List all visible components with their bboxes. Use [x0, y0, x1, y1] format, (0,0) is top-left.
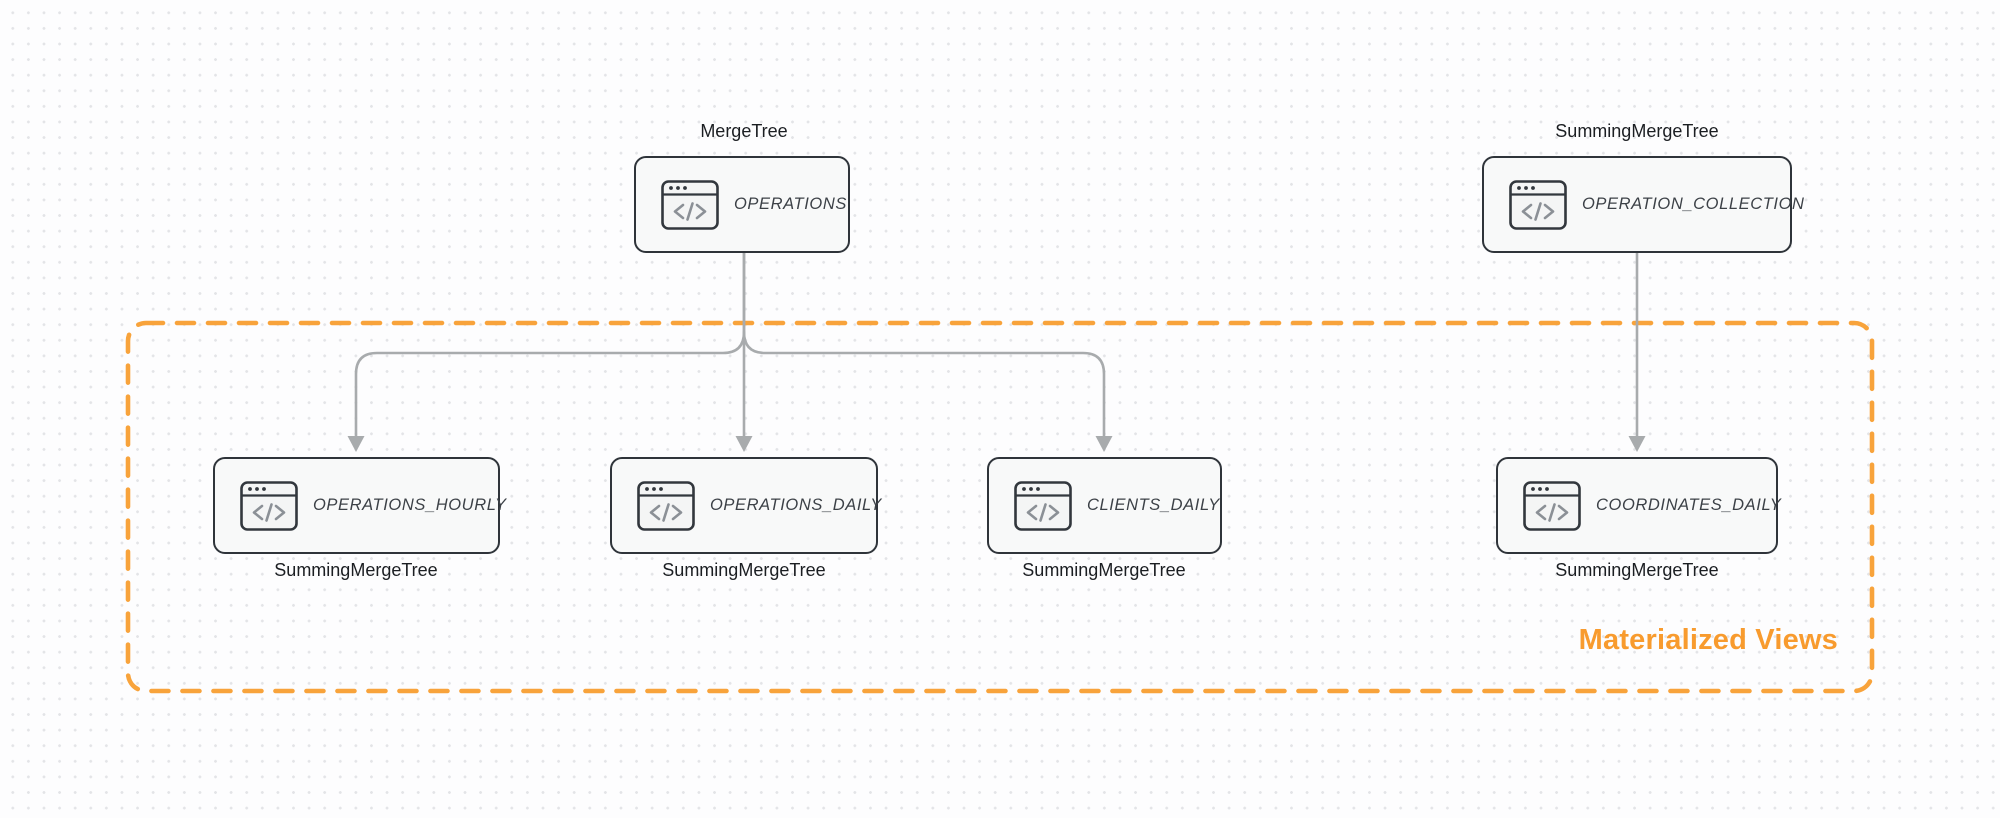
engine-label-operations: MergeTree [700, 121, 788, 141]
node-operations-hourly[interactable]: OPERATIONS_HOURLY [213, 457, 506, 554]
arrowhead-icon [1095, 436, 1113, 452]
node-title: OPERATION_COLLECTION [1582, 195, 1805, 213]
engine-label-operations-daily: SummingMergeTree [662, 560, 826, 580]
node-title: COORDINATES_DAILY [1596, 496, 1782, 514]
code-window-icon [1509, 179, 1567, 230]
node-title: CLIENTS_DAILY [1087, 496, 1220, 514]
engine-label-operation-collection: SummingMergeTree [1555, 121, 1719, 141]
node-operations[interactable]: OPERATIONS [634, 156, 850, 253]
node-title: OPERATIONS [734, 195, 847, 213]
node-title: OPERATIONS_HOURLY [313, 496, 507, 514]
node-coordinates-daily[interactable]: COORDINATES_DAILY [1496, 457, 1782, 554]
materialized-views-label: Materialized Views [1578, 624, 1838, 656]
code-window-icon [637, 480, 695, 531]
engine-label-coordinates-daily: SummingMergeTree [1555, 560, 1719, 580]
node-operations-daily[interactable]: OPERATIONS_DAILY [610, 457, 881, 554]
node-title: OPERATIONS_DAILY [710, 496, 882, 514]
edge-operations-to-clients-daily[interactable] [742, 330, 1106, 439]
engine-label-operations-hourly: SummingMergeTree [274, 560, 438, 580]
code-window-icon [1014, 480, 1072, 531]
node-operation-collection[interactable]: OPERATION_COLLECTION [1482, 156, 1804, 253]
arrowhead-icon [735, 436, 753, 452]
engine-label-clients-daily: SummingMergeTree [1022, 560, 1186, 580]
code-window-icon [661, 179, 719, 230]
code-window-icon [240, 480, 298, 531]
edge-operations-to-operations-hourly[interactable] [354, 251, 746, 439]
node-clients-daily[interactable]: CLIENTS_DAILY [987, 457, 1222, 554]
arrowhead-icon [347, 436, 365, 452]
code-window-icon [1523, 480, 1581, 531]
arrowhead-icon [1628, 436, 1646, 452]
